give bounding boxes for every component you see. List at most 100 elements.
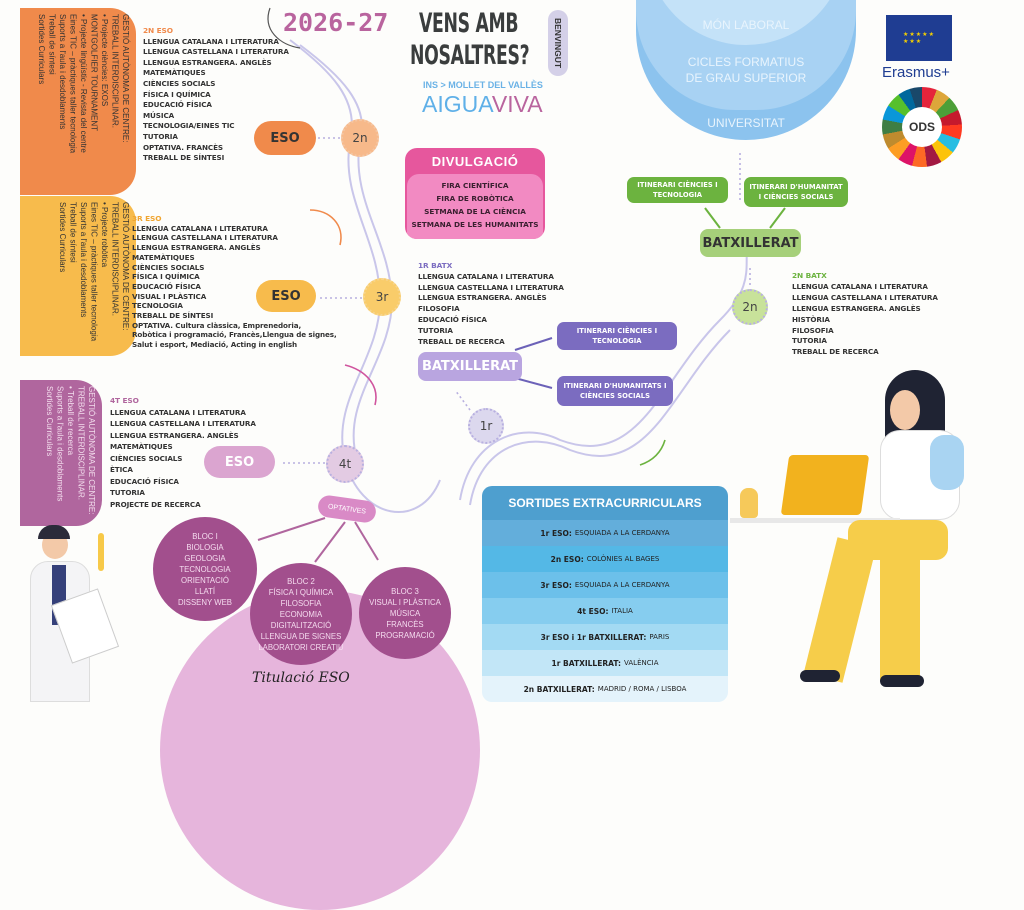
sortida-row: 4t ESO:ITALIA	[482, 598, 728, 624]
sortida-destination: ITALIA	[611, 607, 633, 615]
eso2-step: 2n	[341, 119, 379, 157]
eso4-heading: 4T ESO	[110, 396, 139, 405]
sortida-destination: PARIS	[649, 633, 670, 641]
list-item: OPTATIVA. FRANCÈS	[143, 142, 223, 152]
eso2-pill[interactable]: ESO	[254, 121, 316, 155]
list-item: Robòtica i programació, Francès,Llengua …	[132, 330, 337, 340]
list-item: TREBALL INTERDISCIPLINAR.	[110, 14, 120, 128]
eso3-step: 3r	[363, 278, 401, 316]
list-item: TECNOLOGIA	[179, 564, 231, 574]
list-item: EDUCACIÓ FÍSICA	[110, 476, 179, 486]
batx2-itinerari-ciencies[interactable]: ITINERARI CIÈNCIES I TECNOLOGIA	[627, 177, 728, 203]
batx1-pill[interactable]: BATXILLERAT	[418, 352, 522, 381]
sortida-row: 1r BATXILLERAT:VALÈNCIA	[482, 650, 728, 676]
eso3-heading: 3R ESO	[132, 214, 162, 223]
list-item: TECNOLOGIA	[132, 301, 183, 311]
list-item: MATEMÀTIQUES	[110, 442, 173, 451]
eso3-pill[interactable]: ESO	[256, 280, 316, 312]
sortida-row: 2n BATXILLERAT:MADRID / ROMA / LISBOA	[482, 676, 728, 702]
logo-part-b: VIVA	[491, 91, 543, 117]
sortida-course: 1r BATXILLERAT:	[551, 658, 622, 668]
list-item: CIÈNCIES SOCIALS	[143, 78, 216, 88]
sortida-destination: ESQUIADA A LA CERDANYA	[574, 529, 670, 537]
list-item: SETMANA DE LA CIÈNCIA	[424, 207, 526, 216]
list-item: TREBALL INTERDISCIPLINAR.	[76, 386, 86, 500]
list-item: FÍSICA I QUÍMICA	[268, 587, 334, 597]
list-item: TREBALL DE RECERCA	[792, 347, 879, 357]
list-item: Treball de síntesi	[47, 14, 57, 75]
list-item: LABORATORI CREATIU	[258, 642, 344, 652]
list-item: EDUCACIÓ FÍSICA	[143, 100, 212, 110]
ods-logo: ODS	[882, 87, 962, 167]
list-item: LLENGUA ESTRANGERA. ANGLÈS	[132, 243, 261, 253]
sortides-box: SORTIDES EXTRACURRICULARS 1r ESO:ESQUIAD…	[482, 486, 728, 702]
list-item: GESTIÓ AUTÒNOMA DE CENTRE:	[121, 202, 130, 331]
list-item: BIOLOGIA	[186, 542, 224, 552]
list-item: SETMANA DE LES HUMANITATS	[411, 220, 539, 229]
list-item: Sortides Curriculars	[37, 14, 46, 85]
list-item: LLATÍ	[194, 586, 216, 596]
list-item: LLENGUA CASTELLANA I LITERATURA	[418, 282, 564, 292]
titulacio-eso: Titulació ESO	[252, 670, 350, 686]
sortida-row: 3r ESO:ESQUIADA A LA CERDANYA	[482, 572, 728, 598]
batx2-pill[interactable]: BATXILLERAT	[700, 229, 801, 257]
batx2-itinerari-humanitats[interactable]: ITINERARI D'HUMANITAT I CIÈNCIES SOCIALS	[744, 177, 848, 207]
logo-part-a: AIGUA	[422, 91, 492, 117]
list-item: FÍSICA I QUÍMICA	[132, 272, 200, 282]
list-item: TREBALL DE SÍNTESI	[143, 153, 225, 163]
sortida-course: 4t ESO:	[577, 606, 609, 616]
eso4-pill[interactable]: ESO	[204, 446, 275, 478]
school-logo: AIGUAVIVA	[422, 91, 543, 118]
list-item: ÈTICA	[110, 465, 133, 474]
list-item: EDUCACIÓ FÍSICA	[132, 281, 201, 291]
sortida-course: 2n BATXILLERAT:	[523, 684, 595, 694]
list-item: FIRA CIENTÍFICA	[441, 181, 509, 190]
list-item: FILOSOFIA	[280, 598, 322, 608]
list-item: GESTIÓ AUTÒNOMA DE CENTRE:	[87, 386, 96, 515]
sortida-course: 1r ESO:	[540, 528, 572, 538]
list-item: LLENGUA CATALANA I LITERATURA	[418, 271, 554, 281]
list-item: • Projecte lingüístic - Revista del cent…	[79, 14, 88, 153]
list-item: LLENGUA ESTRANGERA. ANGLÈS	[792, 303, 921, 313]
list-item: OPTATIVA. Cultura clàssica, Emprenedoria…	[132, 320, 302, 330]
list-item: GEOLOGIA	[184, 553, 226, 563]
sortida-row: 1r ESO:ESQUIADA A LA CERDANYA	[482, 520, 728, 546]
list-item: VISUAL I PLÀSTICA	[132, 291, 207, 301]
list-item: TUTORIA	[110, 488, 145, 497]
list-item: EDUCACIÓ FÍSICA	[418, 314, 487, 324]
list-item: TUTORIA	[418, 325, 453, 335]
list-item: TREBALL INTERDISCIPLINAR.	[110, 202, 120, 316]
list-item: FILOSOFIA	[418, 304, 460, 314]
list-item: Salut i esport, Mediació, Acting in engl…	[132, 340, 298, 350]
batx1-itinerari-humanitats[interactable]: ITINERARI D'HUMANITATS I CIÈNCIES SOCIAL…	[557, 376, 673, 406]
eso2-heading: 2N ESO	[143, 26, 173, 35]
list-item: • Treball de recerca	[66, 386, 75, 456]
list-item: CIÈNCIES SOCIALS	[132, 262, 205, 272]
universitat: UNIVERSITAT	[707, 116, 785, 130]
erasmus-logo: Erasmus+	[882, 64, 950, 81]
title-line-1: VENS AMB	[418, 8, 519, 39]
sortida-destination: VALÈNCIA	[624, 659, 659, 667]
list-item: VISUAL I PLÀSTICA	[369, 597, 441, 607]
list-item: Sortides Curriculars	[58, 202, 67, 273]
list-item: LLENGUA CASTELLANA I LITERATURA	[143, 47, 289, 57]
list-item: MATEMÀTIQUES	[143, 68, 206, 78]
batx1-itinerari-ciencies[interactable]: ITINERARI CIÈNCIES I TECNOLOGIA	[557, 322, 677, 350]
list-item: ORIENTACIÓ	[181, 575, 229, 585]
list-item: LLENGUA CASTELLANA I LITERATURA	[110, 419, 256, 428]
list-item: LLENGUA CASTELLANA I LITERATURA	[132, 233, 278, 243]
batx1-heading: 1R BATX	[418, 261, 453, 270]
list-item: TUTORIA	[792, 336, 827, 346]
list-item: ECONOMIA	[279, 609, 323, 619]
sortida-destination: COLÒNIES AL BAGES	[586, 555, 660, 563]
scientist-illustration	[30, 525, 130, 702]
list-item: FÍSICA I QUÍMICA	[143, 89, 211, 99]
list-item: LLENGUA DE SIGNES	[260, 631, 342, 641]
